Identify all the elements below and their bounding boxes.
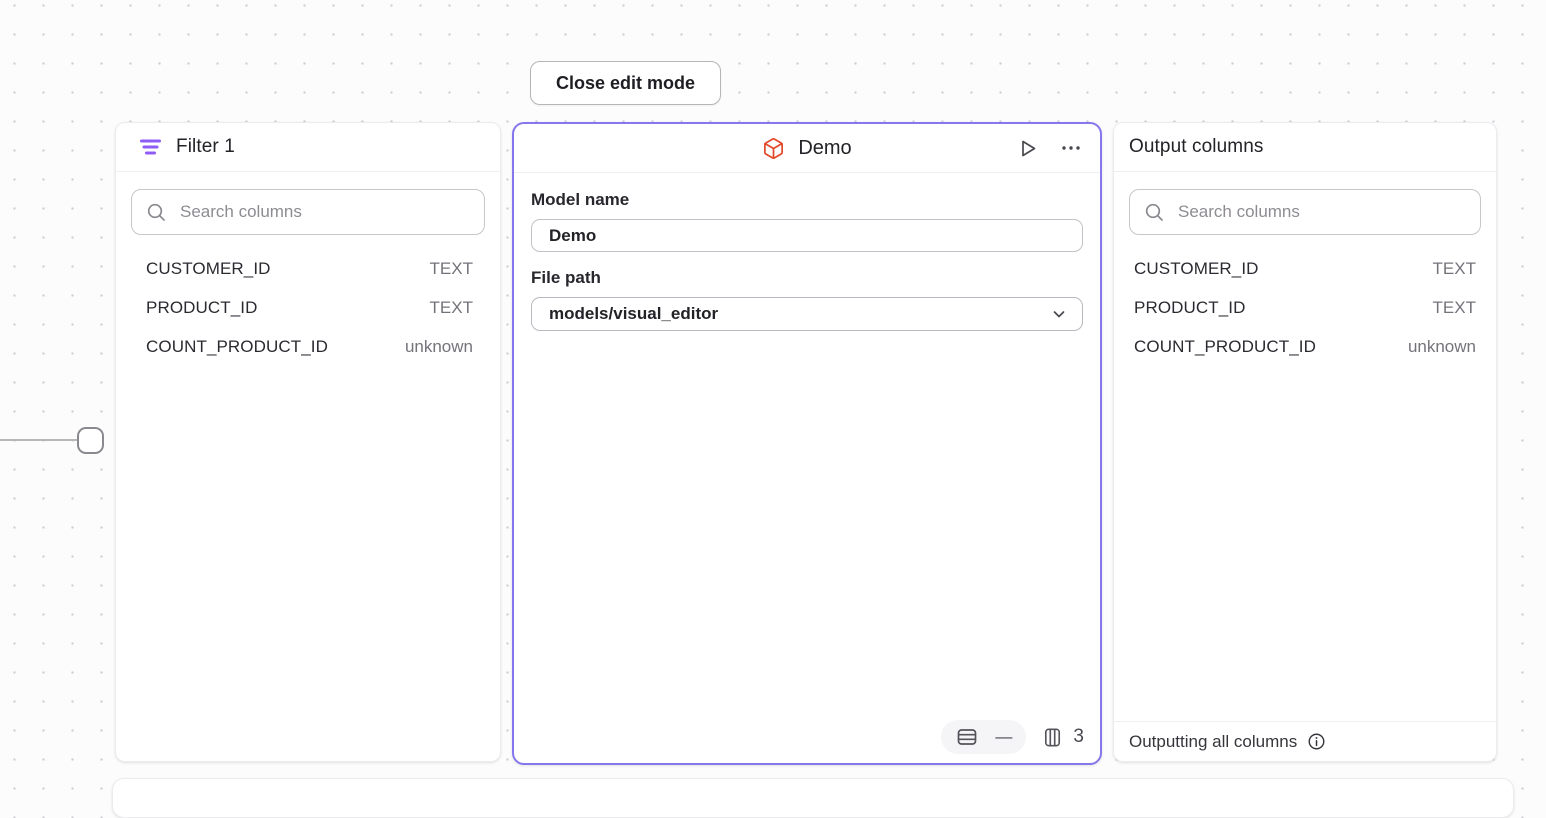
column-count-value: 3 <box>1073 726 1084 747</box>
output-search-input[interactable] <box>1178 202 1466 222</box>
file-path-value: models/visual_editor <box>549 304 719 323</box>
filter-column-list: CUSTOMER_ID TEXT PRODUCT_ID TEXT COUNT_P… <box>116 245 500 366</box>
model-name-input[interactable] <box>531 219 1083 252</box>
column-name: COUNT_PRODUCT_ID <box>146 336 329 356</box>
output-columns-panel[interactable]: Output columns CUSTOMER_ID TEXT PRODUCT_… <box>1113 122 1497 762</box>
model-panel-header: Demo <box>514 124 1100 173</box>
column-name: CUSTOMER_ID <box>1134 258 1259 278</box>
column-name: COUNT_PRODUCT_ID <box>1134 336 1317 356</box>
file-path-label: File path <box>531 268 601 287</box>
column-type: TEXT <box>429 297 473 317</box>
model-name-label: Model name <box>531 190 630 209</box>
table-rows-icon <box>955 725 979 749</box>
column-row[interactable]: PRODUCT_ID TEXT <box>116 288 500 327</box>
filter-panel-header: Filter 1 <box>116 123 500 172</box>
model-cube-icon <box>762 137 785 160</box>
column-row[interactable]: CUSTOMER_ID TEXT <box>116 249 500 288</box>
table-columns-icon <box>1041 726 1064 749</box>
column-row[interactable]: CUSTOMER_ID TEXT <box>1114 249 1496 288</box>
row-count-value: — <box>995 727 1013 746</box>
outputting-all-columns-text: Outputting all columns <box>1129 731 1298 751</box>
column-name: PRODUCT_ID <box>146 297 258 317</box>
search-icon <box>1144 202 1165 223</box>
model-panel-title: Demo <box>798 136 852 159</box>
output-search-box[interactable] <box>1129 189 1481 235</box>
column-name: PRODUCT_ID <box>1134 297 1246 317</box>
output-panel-footer: Outputting all columns <box>1114 721 1496 761</box>
filter-search-input[interactable] <box>180 202 470 222</box>
search-icon <box>146 202 167 223</box>
column-name: CUSTOMER_ID <box>146 258 271 278</box>
file-path-select[interactable]: models/visual_editor <box>531 297 1083 331</box>
filter-node-panel[interactable]: Filter 1 CUSTOMER_ID TEXT PRODUCT_ID TEX… <box>115 122 501 762</box>
filter-search-box[interactable] <box>131 189 485 235</box>
more-options-button[interactable] <box>1058 135 1084 161</box>
column-row[interactable]: PRODUCT_ID TEXT <box>1114 288 1496 327</box>
column-row[interactable]: COUNT_PRODUCT_ID unknown <box>1114 327 1496 366</box>
column-type: TEXT <box>429 258 473 278</box>
filter-icon <box>140 138 161 156</box>
output-panel-title: Output columns <box>1129 136 1264 157</box>
info-icon[interactable] <box>1306 731 1327 752</box>
column-type: unknown <box>404 336 473 356</box>
column-type: TEXT <box>1432 297 1476 317</box>
output-column-list: CUSTOMER_ID TEXT PRODUCT_ID TEXT COUNT_P… <box>1114 245 1496 366</box>
row-count-button[interactable]: — <box>941 720 1027 754</box>
model-node-panel[interactable]: Demo Model name File path models/visual_… <box>512 122 1102 765</box>
column-type: unknown <box>1407 336 1476 356</box>
column-type: TEXT <box>1432 258 1476 278</box>
model-status-bar: — 3 <box>941 720 1084 754</box>
column-row[interactable]: COUNT_PRODUCT_ID unknown <box>116 327 500 366</box>
output-panel-header: Output columns <box>1114 123 1496 172</box>
edge-connector-handle[interactable] <box>77 427 104 454</box>
chevron-down-icon <box>1050 305 1068 323</box>
run-model-button[interactable] <box>1014 135 1041 162</box>
bottom-node-panel[interactable] <box>112 778 1514 818</box>
filter-panel-title: Filter 1 <box>176 136 235 157</box>
edge-connector-line <box>0 439 79 441</box>
column-count-button[interactable]: 3 <box>1041 726 1084 749</box>
close-edit-mode-button[interactable]: Close edit mode <box>530 61 721 105</box>
